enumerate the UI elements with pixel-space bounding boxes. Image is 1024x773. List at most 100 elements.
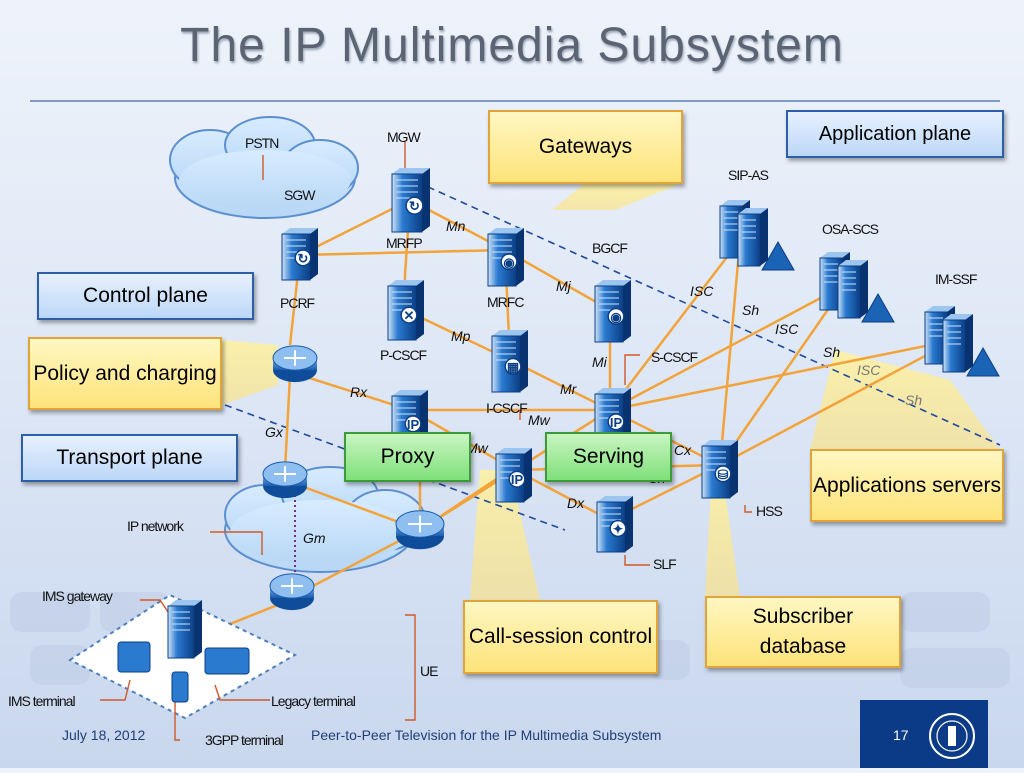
label-mgw: MGW <box>387 129 421 145</box>
ims-gateway-server-icon <box>167 600 202 659</box>
interface-isc-3: ISC <box>857 362 881 378</box>
background-tiles <box>10 592 1010 688</box>
beam-subscriber <box>705 470 740 598</box>
sip-as-server-icon-network-icon <box>761 240 795 271</box>
interface-sh-3: Sh <box>905 392 923 408</box>
callout-gateways: Gateways <box>488 110 683 184</box>
university-seal-icon <box>929 713 975 759</box>
label-mrfp: MRFP <box>386 235 423 251</box>
interface-mr: Mr <box>560 381 577 397</box>
router-gm-icon <box>269 573 315 611</box>
3gpp-terminal-icon <box>171 671 189 703</box>
interface-mi: Mi <box>592 354 607 370</box>
label-mrfc: MRFC <box>487 294 524 310</box>
callout-call-session-control: Call-session control <box>463 600 658 674</box>
label-s-cscf: S-CSCF <box>651 349 698 365</box>
i-cscf-server-icon: IP <box>495 448 532 503</box>
label-sgw: SGW <box>284 187 315 203</box>
label-ims-gateway: IMS gateway <box>42 588 113 604</box>
beam-gateways <box>552 183 682 210</box>
label-hss: HSS <box>756 503 783 519</box>
signalling-links <box>283 198 956 600</box>
sgw-server-icon: ↻ <box>281 228 318 281</box>
svg-text:✦: ✦ <box>613 522 624 537</box>
label-osa-scs: OSA-SCS <box>822 221 879 237</box>
mgcf-server-icon: ◉ <box>487 228 524 287</box>
osa-scs-server-icon-b <box>837 260 868 319</box>
svg-text:↻: ↻ <box>298 251 309 266</box>
label-legacy-terminal: Legacy terminal <box>271 693 356 709</box>
router-gx-icon <box>262 461 308 499</box>
svg-text:IP: IP <box>407 417 420 432</box>
im-ssf-server-icon-network-icon <box>966 346 1000 377</box>
hss-server-icon: ⛁ <box>701 440 738 499</box>
interface-mw-2: Mw <box>466 440 488 456</box>
label-ip-network: IP network <box>127 518 184 534</box>
footer-text: Peer-to-Peer Television for the IP Multi… <box>311 727 662 743</box>
svg-text:IP: IP <box>610 415 623 430</box>
interface-isc-1: ISC <box>690 283 714 299</box>
label-i-cscf: I-CSCF <box>486 400 528 416</box>
label-slf: SLF <box>653 556 677 572</box>
callout-application-plane: Application plane <box>786 110 1004 158</box>
interface-mw-1: Mw <box>528 412 550 428</box>
svg-text:◉: ◉ <box>503 255 514 270</box>
pcrf-policy-icon <box>272 345 318 383</box>
label-pcrf: PCRF <box>280 295 315 311</box>
interface-sh-2: Sh <box>823 344 841 360</box>
ims-terminal-icon <box>117 641 151 673</box>
interface-dx: Dx <box>567 495 585 511</box>
interface-sh-1: Sh <box>742 302 760 318</box>
highlight-beams <box>222 183 1000 600</box>
mgw-server-icon: ↻ <box>391 168 430 233</box>
footer-page-box <box>860 700 988 768</box>
svg-text:⛁: ⛁ <box>718 467 729 482</box>
beam-call-session <box>470 470 540 600</box>
interface-rx: Rx <box>350 384 368 400</box>
label-mgcf: MGCF <box>483 185 521 201</box>
callout-transport-plane: Transport plane <box>21 434 238 482</box>
callout-control-plane: Control plane <box>37 272 254 320</box>
label-bgcf: BGCF <box>592 240 628 256</box>
bgcf-server-icon: ◉ <box>594 280 631 343</box>
callout-policy-charging: Policy and charging <box>28 337 222 410</box>
callout-applications-servers: Applications servers <box>810 449 1004 522</box>
pstn-cloud <box>169 116 359 219</box>
callout-subscriber-database: Subscriber database <box>705 596 901 668</box>
svg-text:◉: ◉ <box>610 309 621 324</box>
slide-title: The IP Multimedia Subsystem <box>180 19 844 72</box>
mrfp-server-icon: ✕ <box>387 280 424 341</box>
interface-gx: Gx <box>265 424 283 440</box>
svg-text:↻: ↻ <box>409 199 420 214</box>
svg-text:✕: ✕ <box>404 308 415 323</box>
label-ue: UE <box>420 663 438 679</box>
label-3gpp-terminal: 3GPP terminal <box>205 732 284 748</box>
legacy-terminal-icon <box>204 647 250 675</box>
router-ip-icon <box>395 510 445 550</box>
beam-policy <box>222 340 278 405</box>
label-pstn: PSTN <box>245 135 279 151</box>
slf-server-icon: ✦ <box>596 496 633 553</box>
interface-mj: Mj <box>556 278 571 294</box>
svg-text:IP: IP <box>511 472 524 487</box>
label-sip-as: SIP-AS <box>728 167 769 183</box>
callout-serving: Serving <box>545 432 672 482</box>
svg-text:▦: ▦ <box>507 359 519 374</box>
interface-gm: Gm <box>303 530 326 546</box>
title-rule <box>30 100 1000 102</box>
osa-scs-server-icon-network-icon <box>861 292 895 323</box>
label-p-cscf: P-CSCF <box>380 347 427 363</box>
label-ims-terminal: IMS terminal <box>8 693 76 709</box>
interface-cx: Cx <box>674 442 692 458</box>
interface-isc-2: ISC <box>775 321 799 337</box>
label-im-ssf: IM-SSF <box>935 271 977 287</box>
beam-app-servers <box>810 350 1000 450</box>
footer-date: July 18, 2012 <box>62 727 146 743</box>
callout-proxy: Proxy <box>344 432 471 482</box>
im-ssf-server-icon-b <box>942 314 973 373</box>
leader-lines <box>100 142 752 741</box>
page-number: 17 <box>893 727 909 743</box>
interface-mn: Mn <box>446 218 466 234</box>
mrfc-server-icon: ▦ <box>491 330 528 393</box>
